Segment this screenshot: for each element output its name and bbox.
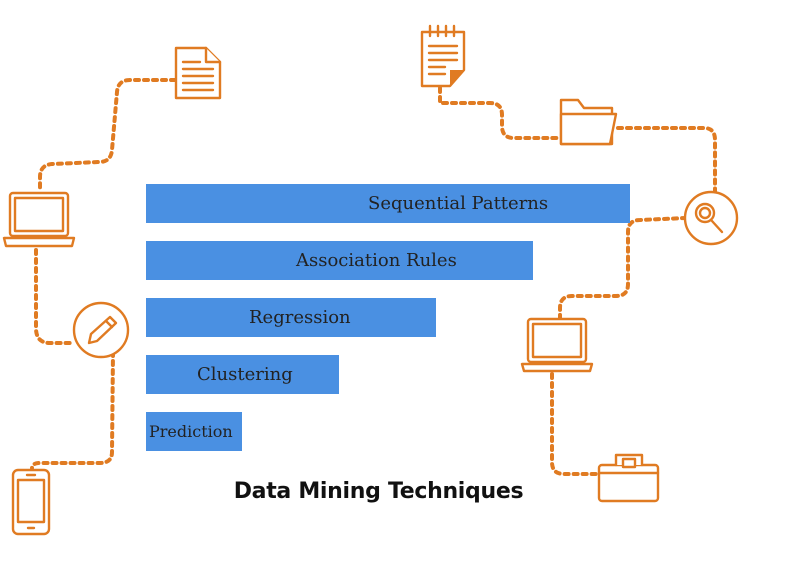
connector-document-laptop — [38, 78, 177, 194]
laptop-icon — [2, 191, 76, 248]
bar-label: Regression — [249, 307, 351, 328]
laptop-icon-right — [520, 317, 594, 373]
magnifier-icon — [683, 190, 739, 246]
folder-icon — [559, 98, 618, 146]
connector-laptop-pencil — [34, 248, 76, 345]
bar-label: Clustering — [197, 364, 293, 385]
document-icon — [174, 46, 222, 100]
notepad-icon — [420, 24, 466, 88]
bar-label: Sequential Patterns — [368, 193, 549, 214]
briefcase-icon — [597, 453, 660, 503]
bar-clustering: Clustering — [146, 355, 339, 394]
bar-prediction: Prediction — [146, 412, 242, 451]
connector-pencil-phone — [30, 350, 115, 470]
connector-magnifier-laptop — [558, 216, 688, 320]
connector-laptop-briefcase — [550, 372, 600, 476]
pencil-icon — [72, 301, 130, 359]
connector-folder-magnifier — [616, 126, 717, 194]
bar-sequential-patterns: Sequential Patterns — [146, 184, 630, 223]
diagram-title: Data Mining Techniques — [233, 479, 524, 504]
bar-label: Prediction — [149, 422, 233, 441]
phone-icon — [11, 468, 51, 536]
bar-association-rules: Association Rules — [146, 241, 533, 280]
bar-label: Association Rules — [296, 250, 457, 271]
bar-regression: Regression — [146, 298, 436, 337]
connector-notepad-folder — [438, 86, 560, 140]
